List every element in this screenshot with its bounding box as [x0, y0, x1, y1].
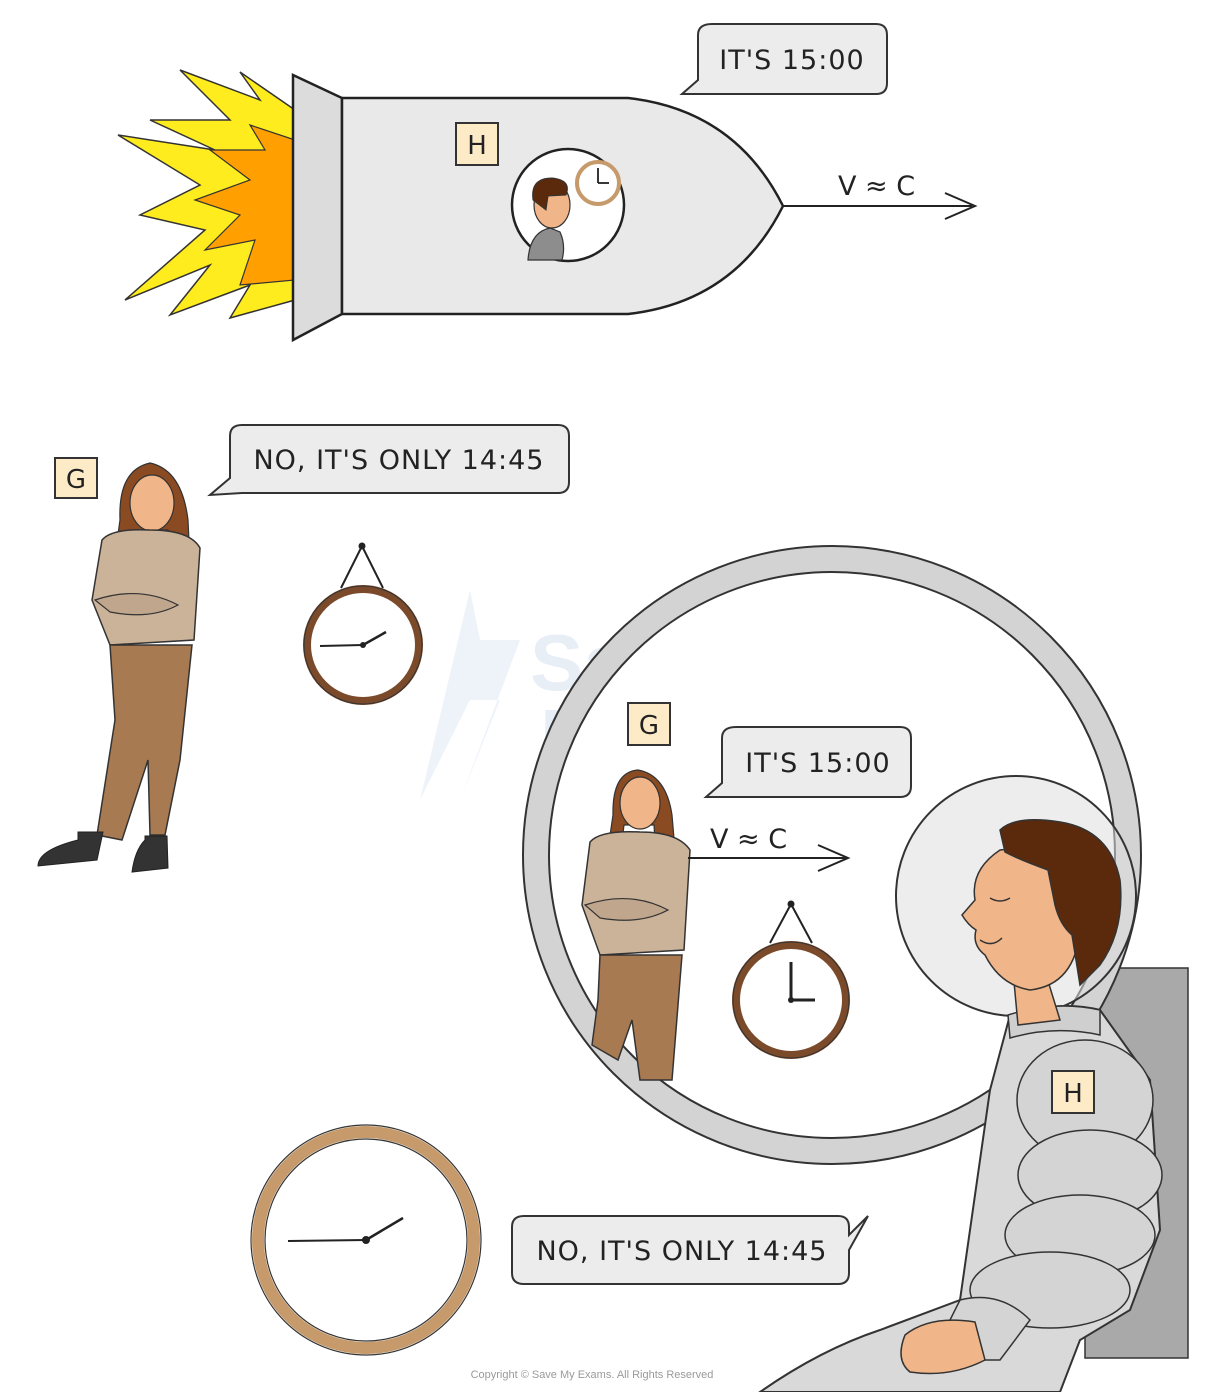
- rocket-tag-box: [455, 122, 499, 166]
- earth-tag-box: [54, 457, 98, 499]
- window-scene: G IT'S 15:00 V ≈ C: [250, 545, 1189, 1392]
- window-speech-text-observer: IT'S 15:00: [745, 748, 890, 779]
- traveller-clock: [250, 1124, 482, 1356]
- window-woman-figure: [581, 769, 691, 1081]
- watermark-bolt-icon: [420, 590, 520, 800]
- window-wall-clock: [732, 900, 850, 1059]
- copyright-notice: Copyright © Save My Exams. All Rights Re…: [471, 1369, 714, 1381]
- window-speech-bubble-traveller: [511, 1215, 869, 1285]
- rocket-arrow-head-icon: [944, 192, 978, 220]
- earth-scene: G NO, IT'S ONLY 14:45: [37, 424, 570, 873]
- rocket-passenger: [527, 177, 571, 261]
- rocket-clock: [575, 160, 621, 206]
- rocket-flame-inner: [193, 123, 296, 286]
- earth-speech-text: NO, IT'S ONLY 14:45: [253, 445, 544, 476]
- window-speech-text-traveller: NO, IT'S ONLY 14:45: [536, 1236, 827, 1267]
- window-arrow-head-icon: [817, 844, 851, 872]
- astronaut-arm: [928, 1039, 1163, 1361]
- window-tag-g-box: [627, 702, 671, 746]
- rocket-speech-bubble: [679, 23, 888, 95]
- earth-speech-bubble: [207, 424, 570, 497]
- rocket-tail: [291, 73, 344, 343]
- rocket-tag-label: H: [467, 131, 487, 161]
- astronaut-eye: [989, 897, 1011, 902]
- window-tag-h-box: [1051, 1070, 1095, 1114]
- window-tag-h-label: H: [1063, 1079, 1083, 1109]
- rocket-speech-text: IT'S 15:00: [719, 45, 864, 76]
- rocket-velocity-label: V ≈ C: [838, 171, 915, 202]
- window-speech-bubble-observer: [703, 726, 912, 798]
- window-tag-g-label: G: [639, 711, 659, 741]
- earth-woman-figure: [37, 462, 201, 873]
- astronaut-mouth: [979, 937, 1003, 945]
- astronaut-hand: [900, 1319, 986, 1375]
- window-velocity-label: V ≈ C: [710, 824, 787, 855]
- astronaut-hair: [999, 819, 1122, 987]
- rocket-scene: H V ≈ C IT'S 15:00: [117, 23, 978, 343]
- earth-wall-clock: [303, 542, 423, 705]
- spaceship-window-ring-outer: [522, 545, 1142, 1165]
- earth-tag-label: G: [66, 465, 86, 495]
